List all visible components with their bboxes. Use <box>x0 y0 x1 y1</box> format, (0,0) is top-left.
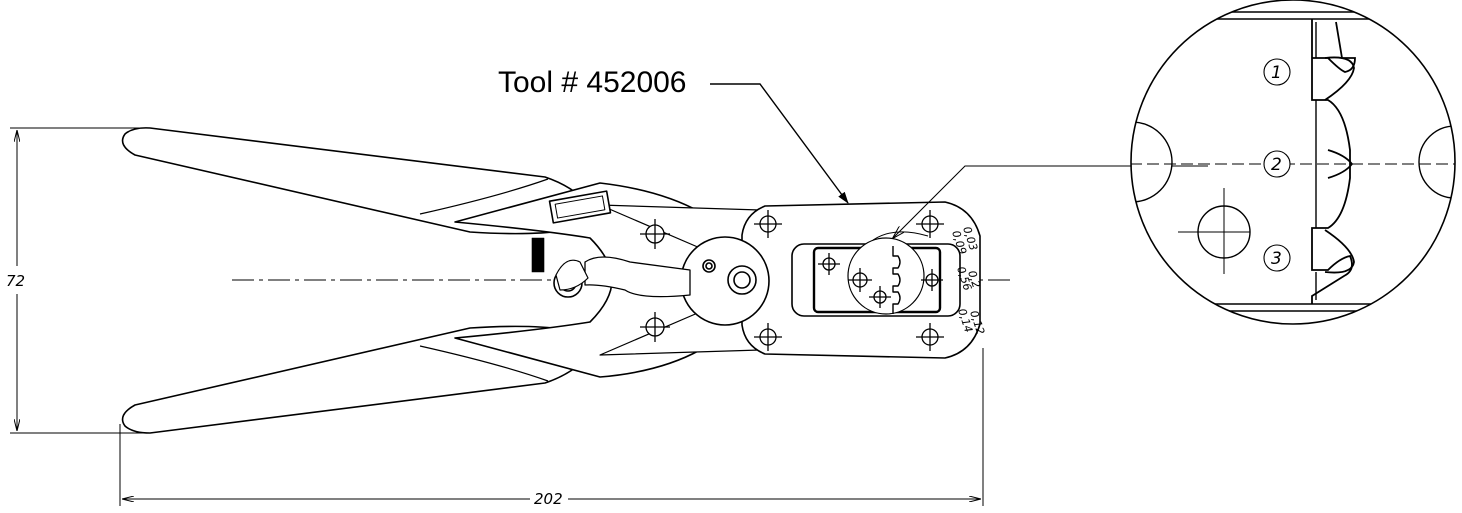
pivot-pin <box>733 271 751 289</box>
die-size-02: 0,2 <box>965 269 983 290</box>
link-arm <box>584 256 691 298</box>
tool-number-label: Tool # 452006 <box>498 66 687 99</box>
small-pin-inner <box>705 262 713 270</box>
lock-lever <box>555 259 589 291</box>
hole-head-top-right <box>916 210 944 238</box>
length-dimension <box>119 348 984 506</box>
hole-upper-frame <box>640 219 670 249</box>
detail-leader <box>893 165 1208 238</box>
hole-die-lower <box>869 286 891 308</box>
lower-grip-edge <box>419 345 549 382</box>
handle-slot-inner <box>554 195 606 219</box>
die-circle <box>847 237 925 315</box>
hole-die-center <box>848 268 872 292</box>
tool-callout-leader <box>710 83 849 204</box>
detail-position-2-circle <box>1263 150 1291 178</box>
hole-die-left <box>818 253 840 275</box>
detail-position-1: 1 <box>1271 63 1282 83</box>
hole-lower-frame <box>640 312 670 342</box>
hole-head-top-left <box>754 210 782 238</box>
upper-grip-edge <box>419 178 549 215</box>
die-teeth <box>892 246 901 314</box>
detail-position-1-circle <box>1263 58 1291 86</box>
detail-view: 1 2 3 <box>1130 0 1456 325</box>
detail-position-3: 3 <box>1271 249 1282 269</box>
mounting-holes <box>640 210 944 351</box>
detail-position-3-circle <box>1263 244 1291 272</box>
hole-head-bottom-left <box>754 323 782 351</box>
hole-head-bottom-right <box>916 323 944 351</box>
detail-teeth-profile <box>1311 19 1356 304</box>
detail-circle-border <box>1130 0 1456 325</box>
die-size-scale: 0,03 0,09 0,2 0,56 0,12 0,14 <box>949 225 987 336</box>
hole-die-right <box>921 269 943 291</box>
length-dimension-value: 202 <box>534 490 563 508</box>
height-dimension <box>10 127 150 434</box>
detail-position-2: 2 <box>1271 155 1282 175</box>
height-dimension-value: 72 <box>6 272 25 290</box>
spring <box>531 237 545 273</box>
